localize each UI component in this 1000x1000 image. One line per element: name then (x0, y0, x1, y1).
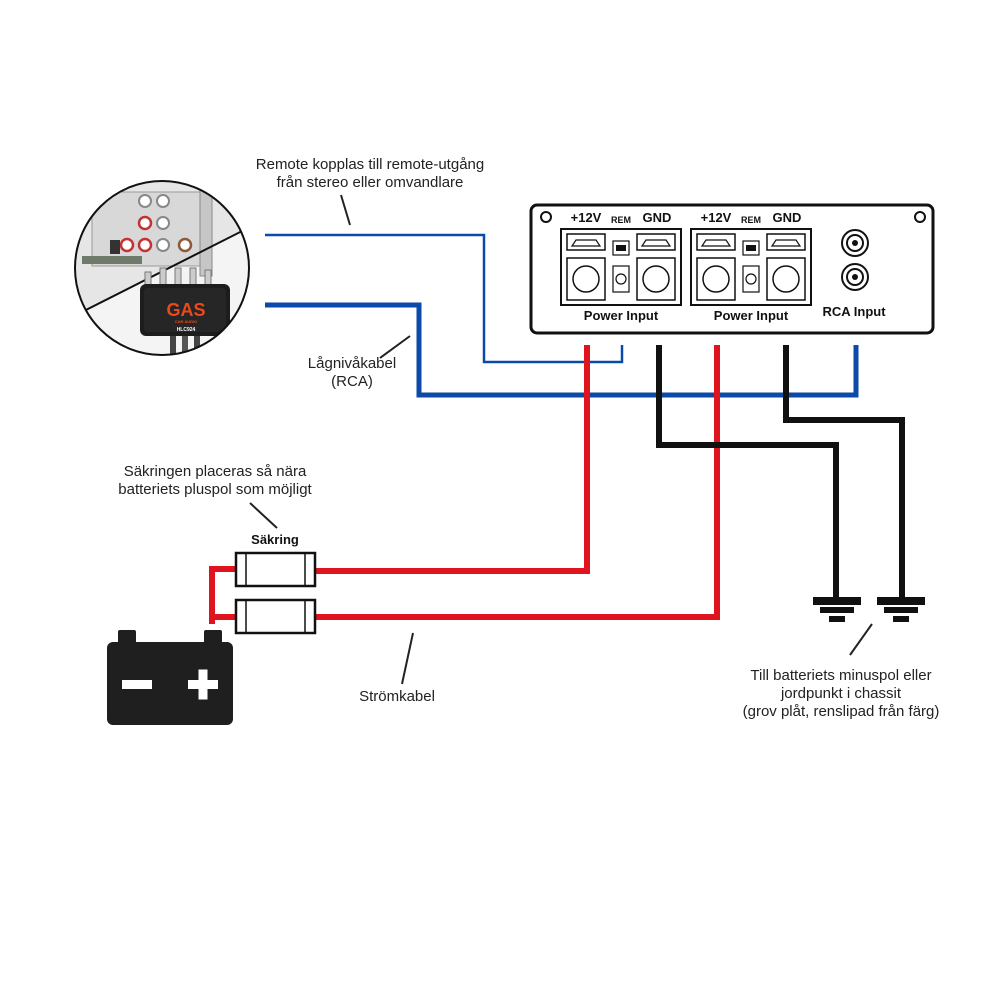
rca-wire (265, 302, 859, 398)
annotations: Remote kopplas till remote-utgång från s… (118, 156, 939, 720)
terminal-2-gnd-label: GND (773, 210, 802, 225)
mount-hole-right (914, 211, 926, 223)
line-converter-box: GAS CAR AUDIO HLC924 (140, 267, 230, 355)
remote-label-line1: Remote kopplas till remote-utgång (256, 156, 484, 173)
ground-symbol-icon (813, 597, 861, 622)
power-cable-label: Strömkabel (359, 688, 435, 705)
lowlevel-label-line1: Lågnivåkabel (308, 355, 396, 372)
wires (209, 233, 905, 624)
amplifier-panel: +12V REM GND Power Input +12V REM GN (529, 203, 935, 335)
terminal-2-rem-label: REM (741, 215, 761, 225)
power-wire-1 (315, 345, 590, 574)
rca-input-caption: RCA Input (822, 304, 886, 319)
fuse-2 (234, 598, 317, 635)
battery-plus-wire (209, 566, 236, 624)
battery-icon (107, 630, 233, 725)
fuse-holder: Säkring (234, 532, 317, 635)
remote-wire (265, 233, 624, 364)
ground-label-line3: (grov plåt, renslipad från färg) (743, 703, 940, 720)
terminal-group-2: +12V REM GND Power Input (690, 210, 812, 323)
ground-wire-2 (783, 345, 905, 598)
terminal-1-plus12v-label: +12V (571, 210, 602, 225)
lowlevel-label-line2: (RCA) (331, 373, 373, 390)
converter-brand: GAS (166, 300, 205, 320)
remote-label-line2: från stereo eller omvandlare (277, 174, 464, 191)
rca-input-jacks: RCA Input (822, 229, 886, 319)
ground-wire-1 (656, 345, 839, 598)
terminal-1-rem-label: REM (611, 215, 631, 225)
mount-hole-left (540, 211, 552, 223)
leader-lines (249, 194, 873, 685)
terminal-2-caption: Power Input (714, 308, 789, 323)
fuse-note-line1: Säkringen placeras så nära (124, 463, 307, 480)
ground-label-line1: Till batteriets minuspol eller (750, 667, 931, 684)
stereo-converter-illustration: GAS CAR AUDIO HLC924 (74, 180, 250, 356)
terminal-1-gnd-label: GND (643, 210, 672, 225)
terminal-1-caption: Power Input (584, 308, 659, 323)
fuse-1 (234, 551, 317, 588)
terminal-group-1: +12V REM GND Power Input (560, 210, 682, 323)
fuse-title: Säkring (251, 532, 299, 547)
terminal-2-plus12v-label: +12V (701, 210, 732, 225)
ground-label-line2: jordpunkt i chassit (780, 685, 902, 702)
converter-brand-sub: CAR AUDIO (175, 319, 198, 324)
converter-model: HLC924 (177, 327, 196, 333)
fuse-note-line2: batteriets pluspol som möjligt (118, 481, 312, 498)
power-wire-2 (315, 345, 720, 620)
ground-symbol-icon-2 (877, 597, 925, 622)
